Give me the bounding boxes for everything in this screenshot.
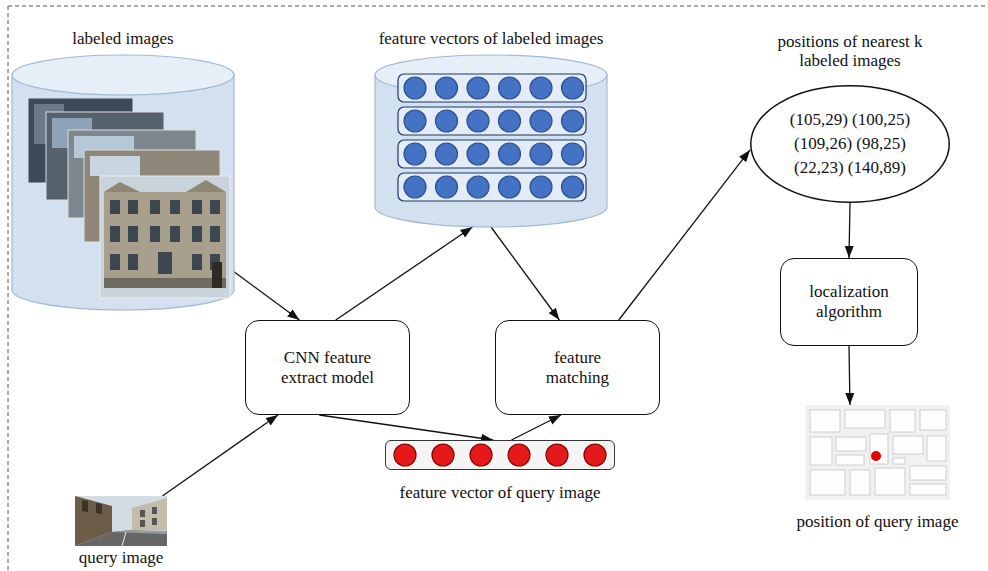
node-caption: position of query image	[797, 512, 959, 532]
arrow-connector	[234, 272, 299, 320]
position-dot	[871, 451, 881, 461]
node-label: feature matching	[522, 348, 634, 387]
node-caption: labeled images	[72, 29, 174, 49]
dashed-frame	[8, 6, 9, 571]
result-ellipse: positions of nearest k labeled images(10…	[750, 85, 950, 203]
node-caption: feature vectors of labeled images	[379, 29, 604, 49]
cylinder-top	[12, 55, 234, 95]
arrow-connector	[848, 346, 850, 405]
arrow-connector	[491, 227, 559, 320]
cylinder-body	[12, 75, 234, 310]
cylinder-body	[375, 75, 607, 227]
node-caption: query image	[79, 548, 164, 568]
ellipse-shape	[751, 86, 950, 203]
photo-stack	[28, 98, 230, 298]
node-label: localization algorithm	[797, 282, 901, 321]
node-label: CNN feature extract model	[272, 348, 384, 387]
process-box: CNN feature extract model	[245, 320, 410, 415]
map-blocks	[810, 410, 946, 495]
process-box: localization algorithm	[780, 258, 918, 346]
node-caption: feature vector of query image	[399, 483, 600, 503]
arrow-connector	[849, 203, 850, 258]
feature-vector: feature vector of query image	[385, 440, 615, 470]
arrow-connector	[619, 150, 750, 320]
arrow-connector	[336, 227, 473, 320]
arrow-connector	[319, 415, 493, 440]
arrow-connector	[162, 415, 278, 496]
dashed-frame	[8, 6, 988, 7]
node-label: (105,29) (100,25) (109,26) (98,25) (22,2…	[775, 108, 925, 179]
query-photo	[75, 496, 167, 546]
arrow-connector	[512, 415, 562, 440]
process-box: feature matching	[495, 320, 660, 415]
query-vector-dots	[394, 444, 606, 466]
node-caption: positions of nearest k labeled images	[755, 32, 945, 71]
feature-vector-rows	[398, 74, 586, 201]
